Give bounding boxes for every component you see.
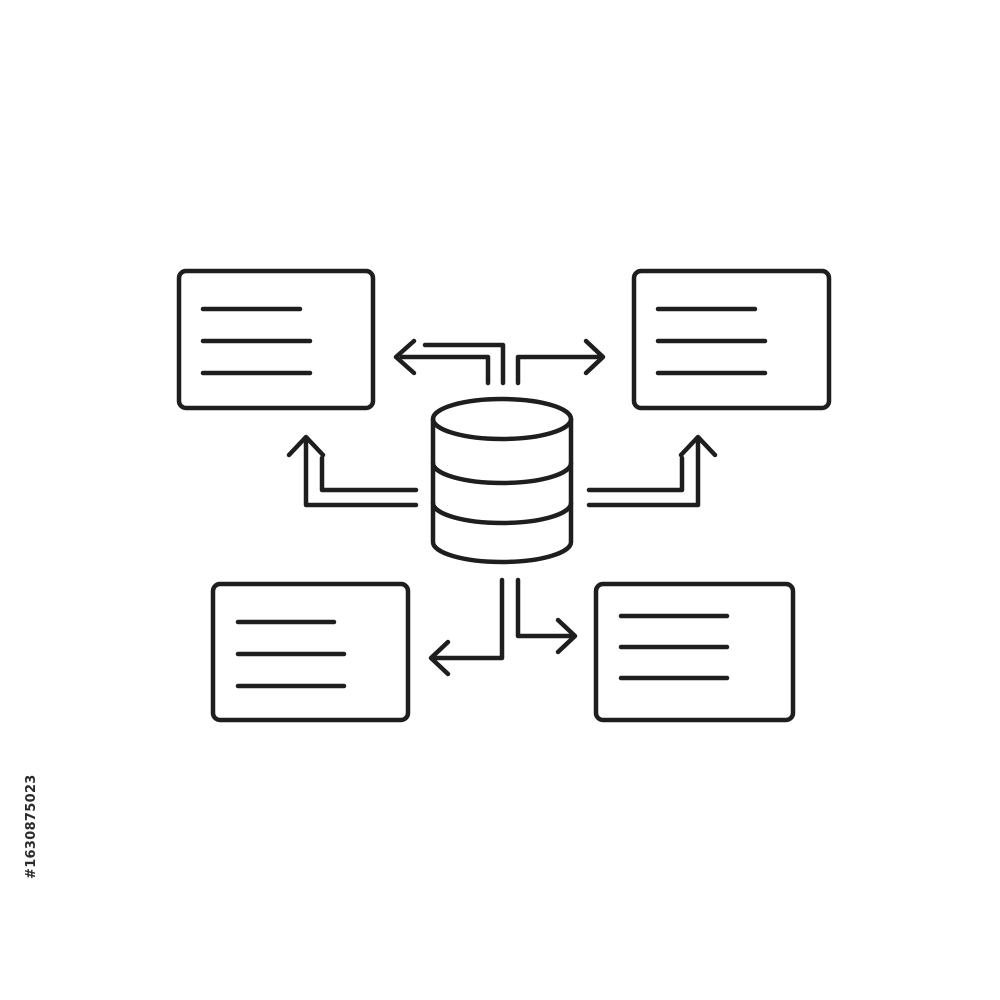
document-card-bottom-right: [593, 581, 796, 723]
card-frame: [631, 268, 832, 411]
document-card-bottom-left: [210, 581, 411, 723]
arrow-to-top-left-card-upper: [393, 338, 506, 386]
text-lines-icon: [618, 613, 730, 681]
text-lines-icon: [200, 306, 313, 376]
arrow-to-top-right-card-lower: [586, 434, 718, 508]
database-icon: [430, 396, 574, 565]
arrow-head-right: [583, 338, 606, 376]
document-card-top-right: [631, 268, 832, 411]
card-frame: [210, 581, 411, 723]
arrow-to-top-right-card-upper: [515, 338, 606, 386]
arrow-head-left: [428, 639, 451, 677]
arrow-to-bottom-left-card: [428, 577, 505, 677]
text-lines-icon: [235, 619, 347, 689]
arrow-head-up: [286, 434, 326, 458]
arrow-head-right: [555, 617, 578, 655]
arrow-head-up: [678, 434, 718, 458]
card-frame: [176, 268, 376, 411]
document-card-top-left: [176, 268, 376, 411]
arrow-to-bottom-right-card: [515, 577, 578, 655]
card-frame: [593, 581, 796, 723]
text-lines-icon: [655, 306, 768, 376]
arrow-head-left: [393, 338, 417, 376]
arrow-to-top-left-card-lower: [286, 434, 419, 508]
stock-image-id: #1630875023: [24, 774, 39, 879]
